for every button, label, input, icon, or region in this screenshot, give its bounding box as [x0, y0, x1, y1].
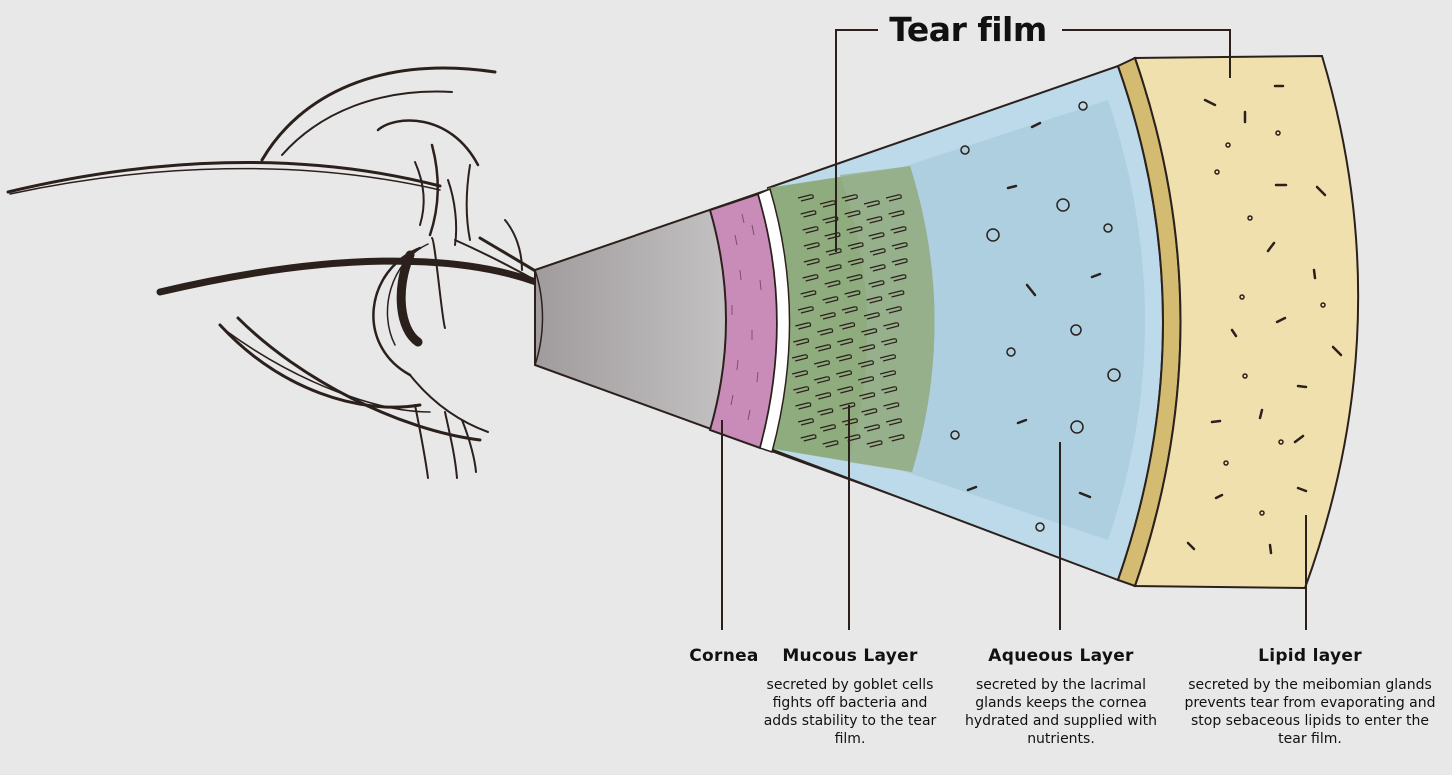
- diagram-title: Tear film: [888, 10, 1048, 49]
- mucous-layer-name: Mucous Layer: [754, 646, 946, 666]
- lipid-layer-description: secreted by the meibomian glands prevent…: [1180, 676, 1440, 748]
- mucous-layer-description: secreted by goblet cells fights off bact…: [754, 676, 946, 748]
- aqueous-layer-name: Aqueous Layer: [962, 646, 1160, 666]
- particle-dash: [1270, 545, 1271, 553]
- aqueous-layer-description: secreted by the lacrimal glands keeps th…: [962, 676, 1160, 748]
- eye-icon: [8, 68, 600, 478]
- aqueous-layer-label: Aqueous Layer secreted by the lacrimal g…: [962, 646, 1160, 748]
- mucous-layer-label: Mucous Layer secreted by goblet cells fi…: [754, 646, 946, 748]
- particle-dash: [1212, 421, 1220, 422]
- lipid-layer-label: Lipid layer secreted by the meibomian gl…: [1180, 646, 1440, 748]
- lipid-layer-name: Lipid layer: [1180, 646, 1440, 666]
- particle-dash: [1314, 270, 1315, 278]
- particle-dash: [1298, 386, 1306, 387]
